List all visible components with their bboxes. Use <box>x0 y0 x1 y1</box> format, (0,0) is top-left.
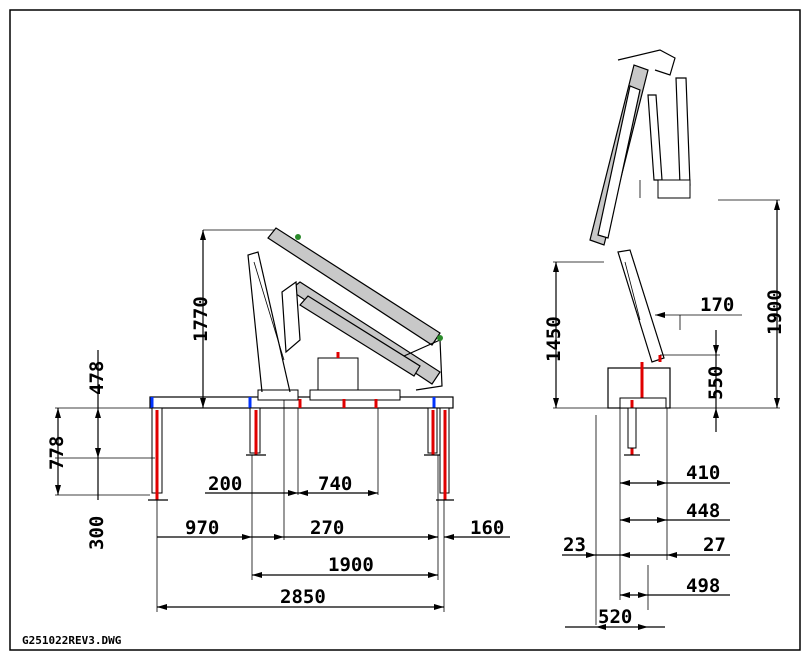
base-plate <box>309 389 401 401</box>
side-secondary-boom <box>597 85 641 239</box>
dim-170: 170 <box>700 294 734 316</box>
crane-base <box>257 389 299 401</box>
dim-27: 27 <box>703 534 726 556</box>
boom-arm-link <box>281 280 301 354</box>
side-extension <box>647 94 663 181</box>
side-hook-block <box>657 179 691 199</box>
drawing-filename: G251022REV3.DWG <box>22 634 122 647</box>
dim-300: 300 <box>86 516 108 550</box>
dim-520: 520 <box>598 606 632 628</box>
side-view: 1450 1900 170 550 410 448 23 <box>543 49 786 630</box>
crane-column <box>247 251 291 393</box>
dim-1450: 1450 <box>543 316 565 362</box>
dim-550: 550 <box>705 366 727 400</box>
dim-1770: 1770 <box>190 296 212 342</box>
dim-1900-front: 1900 <box>328 554 374 576</box>
oil-tank <box>317 357 359 391</box>
main-boom <box>267 227 441 346</box>
dim-1900-side: 1900 <box>764 289 786 335</box>
side-extension-b <box>675 77 691 186</box>
dim-970: 970 <box>185 517 219 539</box>
outrigger-right-a <box>424 407 442 456</box>
dim-2850: 2850 <box>280 586 326 608</box>
dim-740: 740 <box>318 473 352 495</box>
dim-160: 160 <box>470 517 504 539</box>
front-view: 1770 478 778 300 200 740 97 <box>46 227 510 612</box>
dim-270: 270 <box>310 517 344 539</box>
side-column <box>617 249 665 363</box>
extension-boom <box>299 295 421 377</box>
dim-498: 498 <box>686 575 720 597</box>
dim-23: 23 <box>563 534 586 556</box>
dim-478: 478 <box>86 361 108 395</box>
outrigger-mid <box>246 407 266 456</box>
dim-410: 410 <box>686 462 720 484</box>
dim-200: 200 <box>208 473 242 495</box>
side-jib <box>617 49 676 76</box>
dim-778: 778 <box>46 436 68 470</box>
side-leg-box <box>619 397 667 409</box>
sheet-border <box>9 9 801 651</box>
outrigger-left <box>148 407 168 501</box>
outrigger-right-b <box>436 407 454 501</box>
dim-448: 448 <box>686 500 720 522</box>
